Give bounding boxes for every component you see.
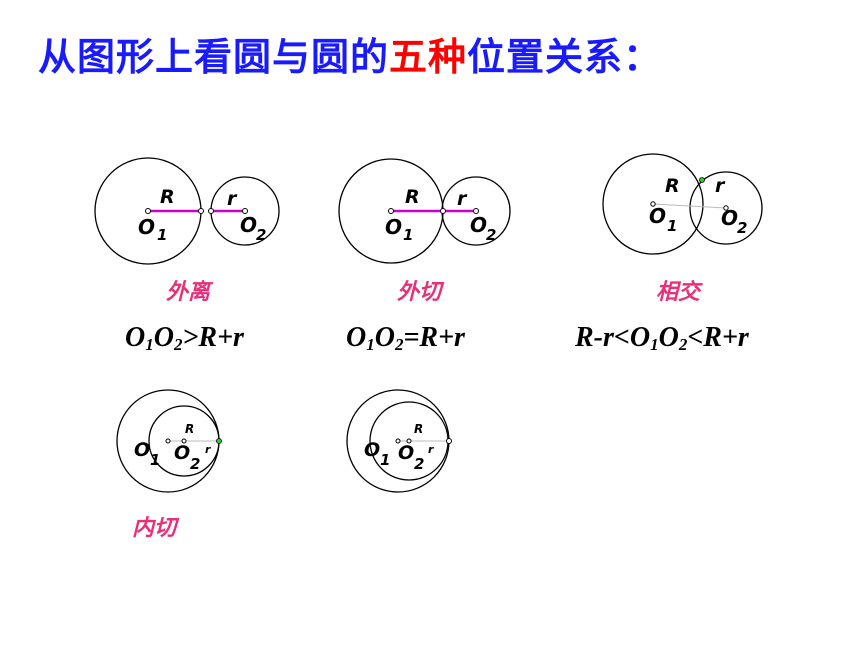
formula-o2: O <box>658 322 679 353</box>
center-o1-point <box>145 208 151 214</box>
label-o2-sub: 2 <box>737 219 747 237</box>
label-o1-sub: 1 <box>157 226 167 244</box>
formula-prefix: R-r< <box>575 322 630 353</box>
label-R: R <box>405 186 420 208</box>
label-o1: O <box>385 215 402 239</box>
diagram-internal-tangent: R r O 1 O 2 <box>116 389 222 493</box>
title-suffix: 位置关系： <box>467 35 663 79</box>
caption-external-tangent: 外切 <box>397 280 442 305</box>
title-highlight: 五种 <box>389 35 468 79</box>
label-r: r <box>227 188 238 210</box>
label-R: R <box>665 175 680 197</box>
label-R: R <box>414 422 423 436</box>
label-o2: O <box>398 442 414 464</box>
formula-relation: =R+r <box>403 322 465 353</box>
page-title: 从图形上看圆与圆的五种位置关系： <box>38 26 662 81</box>
center-o2-point <box>723 205 729 211</box>
label-o1-sub: 1 <box>150 451 160 469</box>
label-o1: O <box>649 204 666 228</box>
center-o1-point <box>388 208 394 214</box>
title-prefix: 从图形上看圆与圆的 <box>38 35 390 79</box>
formula-o1: O <box>629 322 651 353</box>
formula-sub1: 1 <box>145 335 154 354</box>
label-o1: O <box>134 439 150 461</box>
label-r: r <box>457 188 468 210</box>
label-o2: O <box>240 213 257 237</box>
circle-small <box>689 171 763 245</box>
formula-o2: O <box>153 322 174 353</box>
label-o2-sub: 2 <box>486 226 496 244</box>
formula-sub1: 1 <box>650 335 659 354</box>
center-o1-point <box>395 438 401 444</box>
formula-o1: O <box>346 322 367 353</box>
diagram-intersecting: R r O 1 O 2 <box>602 153 763 255</box>
edge-point-small <box>208 208 214 214</box>
center-o2-point <box>242 208 248 214</box>
label-R: R <box>185 422 194 436</box>
formula-sub1: 1 <box>366 335 375 354</box>
label-o2: O <box>470 213 487 237</box>
label-r: r <box>428 443 434 456</box>
label-R: R <box>160 186 175 208</box>
formula-sub2: 2 <box>678 335 688 354</box>
center-line <box>652 203 727 209</box>
formula-separate: O1O2>R+r <box>125 322 244 355</box>
formula-intersecting: R-r<O1O2<R+r <box>575 322 749 355</box>
label-o2-sub: 2 <box>190 455 200 473</box>
caption-intersecting: 相交 <box>656 280 701 305</box>
label-o1-sub: 1 <box>380 451 390 469</box>
label-o1-sub: 1 <box>403 226 413 244</box>
label-o2: O <box>174 442 190 464</box>
label-o2-sub: 2 <box>414 455 424 473</box>
formula-sub2: 2 <box>173 335 183 354</box>
caption-separate: 外离 <box>166 280 211 305</box>
formula-o1: O <box>125 322 146 353</box>
tangent-point <box>216 438 222 444</box>
formula-sub2: 2 <box>394 335 404 354</box>
label-r: r <box>715 175 726 197</box>
formula-relation: <R+r <box>687 322 749 353</box>
caption-internal-tangent: 内切 <box>132 516 177 541</box>
formula-o2: O <box>374 322 395 353</box>
center-o2-point <box>181 438 187 444</box>
tangent-point <box>440 208 446 214</box>
label-o1-sub: 1 <box>667 217 677 235</box>
label-o1: O <box>138 215 155 239</box>
center-o2-point <box>406 438 412 444</box>
center-o2-point <box>473 208 479 214</box>
diagram-contained: R r O 1 O 2 <box>346 389 452 493</box>
label-o2: O <box>721 206 738 230</box>
circle-big <box>602 153 704 255</box>
diagram-external-tangent: R r O 1 O 2 <box>338 158 511 264</box>
intersection-point <box>699 177 705 183</box>
center-o1-point <box>165 438 171 444</box>
edge-point-big <box>198 208 204 214</box>
center-o1-point <box>650 201 656 207</box>
label-r: r <box>205 443 211 456</box>
formula-external-tangent: O1O2=R+r <box>346 322 465 355</box>
diagram-separate: R r O 1 O 2 <box>94 157 280 265</box>
label-o2-sub: 2 <box>256 226 266 244</box>
edge-point <box>446 438 452 444</box>
formula-relation: >R+r <box>182 322 244 353</box>
label-o1: O <box>364 439 380 461</box>
